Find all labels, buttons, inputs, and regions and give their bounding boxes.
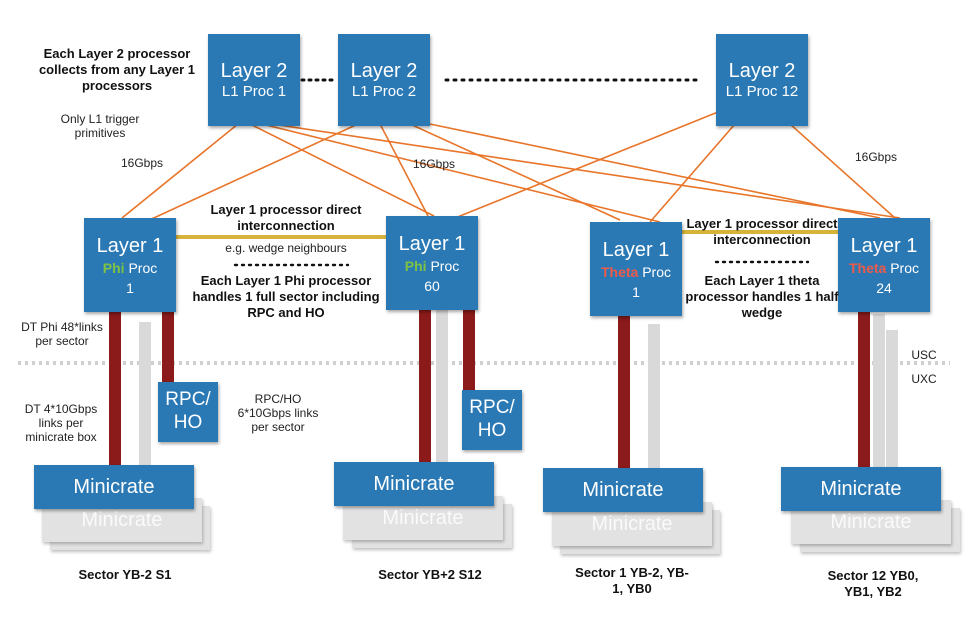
label-l2-collects: Each Layer 2 processor collects from any… <box>38 46 196 93</box>
rpc-ho-box-1: RPC/ HO <box>158 382 218 442</box>
rpc-line1: RPC/ <box>469 397 515 418</box>
layer2-title: Layer 2 <box>728 60 796 82</box>
rpc-line2: HO <box>173 412 203 433</box>
minicrate-3: Minicrate <box>543 468 703 512</box>
label-wedge-neighbours: e.g. wedge neighbours <box>225 241 347 255</box>
minicrate-2: Minicrate <box>334 462 494 506</box>
label-16gbps-mid: 16Gbps <box>412 157 456 171</box>
layer1-theta-proc-1: Layer 1 Theta Proc 1 <box>590 222 682 316</box>
label-16gbps-right: 16Gbps <box>854 150 898 164</box>
label-16gbps-left: 16Gbps <box>120 156 164 170</box>
proc-label: Proc <box>642 264 672 280</box>
red-fibers <box>109 304 870 472</box>
phi-label: Phi <box>404 258 427 274</box>
proc-number: 60 <box>424 278 440 294</box>
layer1-title: Layer 1 <box>850 235 918 257</box>
label-sector-3: Sector 1 YB-2, YB-1, YB0 <box>575 565 689 596</box>
label-uxc: UXC <box>911 372 937 386</box>
phi-label: Phi <box>102 260 125 276</box>
layer2-title: Layer 2 <box>220 60 288 82</box>
proc-number: 1 <box>632 284 640 300</box>
label-usc: USC <box>911 348 937 362</box>
layer1-theta-proc-24: Layer 1 Theta Proc 24 <box>838 218 930 312</box>
layer2-proc-12: Layer 2 L1 Proc 12 <box>716 34 808 126</box>
layer2-subtitle: L1 Proc 1 <box>221 83 287 100</box>
label-theta-handles: Each Layer 1 theta processor handles 1 h… <box>685 273 839 320</box>
l1-l2-links <box>121 111 901 223</box>
layer2-title: Layer 2 <box>350 60 418 82</box>
proc-number: 24 <box>876 280 892 296</box>
theta-label: Theta <box>600 264 639 280</box>
rpc-ho-box-2: RPC/ HO <box>462 390 522 450</box>
label-dt-phi: DT Phi 48*links per sector <box>21 320 103 348</box>
layer2-subtitle: L1 Proc 2 <box>351 83 417 100</box>
label-direct-theta: Layer 1 processor direct interconnection <box>686 216 838 247</box>
label-only-l1: Only L1 trigger primitives <box>60 112 140 140</box>
gray-fibers <box>139 310 898 488</box>
layer1-phi-proc-1: Layer 1 Phi Proc 1 <box>84 218 176 312</box>
label-rpcho-links: RPC/HO 6*10Gbps links per sector <box>237 392 319 434</box>
layer2-proc-2: Layer 2 L1 Proc 2 <box>338 34 430 126</box>
layer2-proc-1: Layer 2 L1 Proc 1 <box>208 34 300 126</box>
theta-label: Theta <box>848 260 887 276</box>
rpc-line2: HO <box>477 420 507 441</box>
layer1-title: Layer 1 <box>96 235 164 257</box>
label-sector-1: Sector YB-2 S1 <box>78 567 172 582</box>
minicrate-1: Minicrate <box>34 465 194 509</box>
proc-label: Proc <box>430 258 460 274</box>
minicrate-4: Minicrate <box>781 467 941 511</box>
rpc-line1: RPC/ <box>165 389 211 410</box>
label-sector-2: Sector YB+2 S12 <box>378 567 482 582</box>
proc-label: Proc <box>890 260 920 276</box>
layer2-subtitle: L1 Proc 12 <box>725 83 799 100</box>
proc-number: 1 <box>126 280 134 296</box>
label-phi-handles: Each Layer 1 Phi processor handles 1 ful… <box>192 273 380 320</box>
layer1-title: Layer 1 <box>602 239 670 261</box>
label-dt-4: DT 4*10Gbps links per minicrate box <box>24 402 98 444</box>
label-sector-4: Sector 12 YB0, YB1, YB2 <box>827 568 919 599</box>
layer1-title: Layer 1 <box>398 233 466 255</box>
label-direct-phi: Layer 1 processor direct interconnection <box>210 202 362 233</box>
proc-label: Proc <box>128 260 158 276</box>
layer1-phi-proc-60: Layer 1 Phi Proc 60 <box>386 216 478 310</box>
